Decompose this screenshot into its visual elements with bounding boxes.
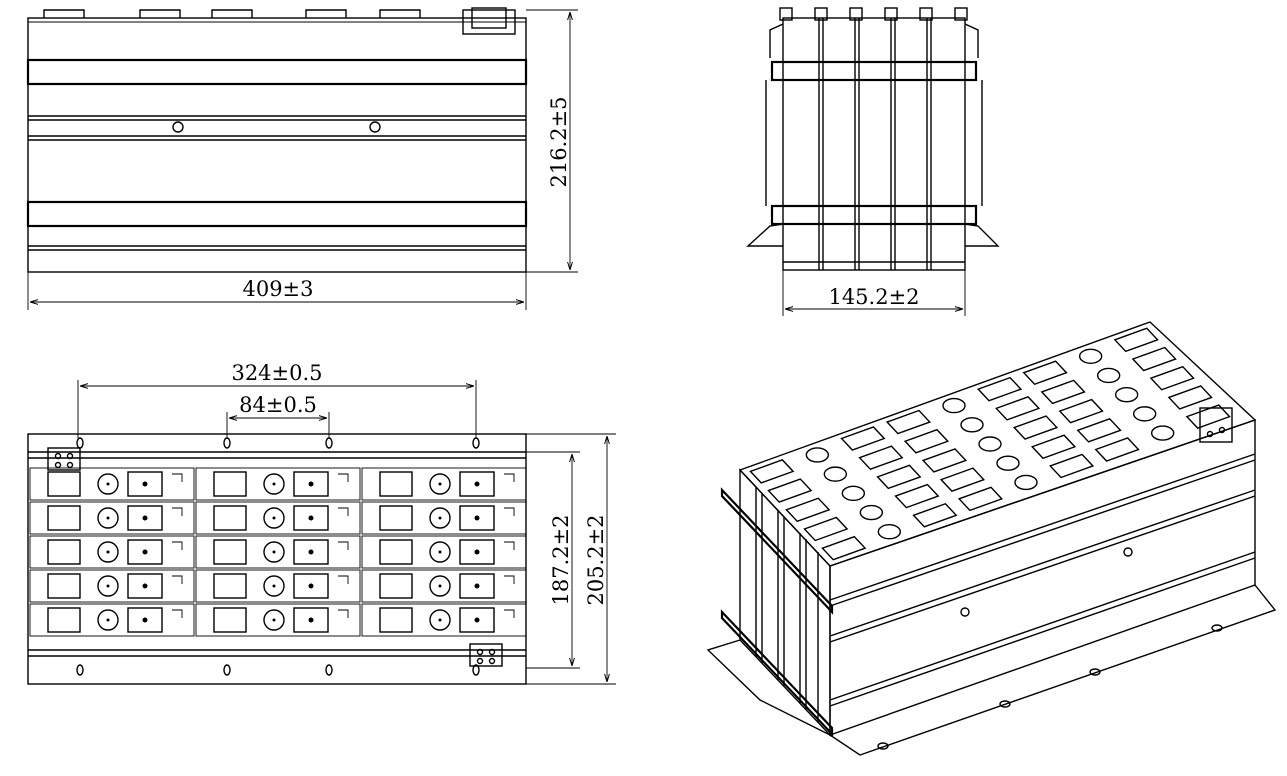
top-holes xyxy=(76,437,480,676)
iso-module xyxy=(1022,360,1068,386)
module-cell xyxy=(195,569,361,603)
top-body xyxy=(27,433,527,685)
iso-module xyxy=(841,485,866,502)
iso-module xyxy=(976,376,1023,402)
iso-module xyxy=(1149,365,1195,391)
module-cell xyxy=(361,603,527,637)
top-bracket-left xyxy=(47,447,81,471)
front-terminals xyxy=(43,7,516,35)
front-strap-top xyxy=(26,58,528,86)
iso-module xyxy=(767,478,813,503)
iso-module xyxy=(994,396,1041,421)
iso-module xyxy=(1185,404,1231,429)
iso-module xyxy=(942,397,966,414)
module-cell xyxy=(361,501,527,535)
front-body xyxy=(27,17,527,273)
iso-module xyxy=(876,464,922,490)
iso-module xyxy=(823,466,848,482)
iso-module xyxy=(921,448,968,473)
module-cell xyxy=(361,535,527,569)
iso-module xyxy=(785,497,831,523)
dim-top-inner-height: 187.2±2 xyxy=(526,451,580,669)
module-cell xyxy=(195,603,361,637)
iso-module xyxy=(749,459,795,484)
iso-module xyxy=(894,483,940,509)
iso-module xyxy=(1131,346,1177,372)
iso-module xyxy=(1150,425,1175,441)
side-terminals xyxy=(779,7,968,21)
iso-module xyxy=(978,436,1002,452)
module-cell xyxy=(29,467,195,501)
iso-module xyxy=(1048,453,1095,479)
dim-top-inner-height-label: 187.2±2 xyxy=(549,514,573,605)
side-body xyxy=(782,17,966,271)
iso-module xyxy=(1014,474,1038,491)
dim-top-span: 324±0.5 xyxy=(77,361,477,438)
dim-top-span-label: 324±0.5 xyxy=(231,361,322,385)
module-cell xyxy=(29,603,195,637)
side-strap-top xyxy=(770,60,978,82)
front-hole-right xyxy=(369,121,381,133)
iso-end-cells xyxy=(755,487,819,722)
module-cell xyxy=(361,467,527,501)
iso-module xyxy=(1078,348,1103,364)
top-view xyxy=(27,433,527,685)
iso-module xyxy=(1076,417,1122,443)
iso-module xyxy=(1114,386,1139,403)
iso-module xyxy=(1167,385,1213,410)
top-module-grid xyxy=(29,467,527,637)
module-cell xyxy=(361,569,527,603)
iso-module xyxy=(1132,406,1157,422)
iso-module xyxy=(885,409,932,435)
iso-module xyxy=(1058,398,1104,424)
iso-top-face xyxy=(738,321,1257,567)
iso-module xyxy=(1012,415,1059,440)
iso-module xyxy=(805,447,830,463)
iso-end-face xyxy=(739,468,831,737)
iso-module xyxy=(903,428,950,454)
iso-module xyxy=(859,504,884,521)
module-cell xyxy=(29,535,195,569)
iso-module xyxy=(939,467,986,492)
dim-top-outer-height-label: 205.2±2 xyxy=(584,514,608,605)
dim-front-height-label: 216.2±5 xyxy=(547,96,571,187)
iso-module xyxy=(957,486,1004,512)
dim-top-pitch: 84±0.5 xyxy=(226,393,330,438)
front-strap-bottom xyxy=(26,200,528,228)
side-strap-bottom xyxy=(770,204,978,226)
isometric-view xyxy=(706,321,1277,756)
iso-module xyxy=(960,417,984,433)
top-bracket-right xyxy=(469,643,503,667)
front-hole-left xyxy=(172,121,184,133)
module-cell xyxy=(195,501,361,535)
iso-module xyxy=(1113,327,1159,353)
dim-front-height: 216.2±5 xyxy=(526,9,578,273)
front-view xyxy=(26,7,528,273)
side-view xyxy=(746,7,1000,271)
dim-top-pitch-label: 84±0.5 xyxy=(239,393,317,417)
module-cell xyxy=(195,467,361,501)
iso-module xyxy=(877,524,902,540)
module-cell xyxy=(29,569,195,603)
dim-side-width-label: 145.2±2 xyxy=(828,285,919,309)
dim-side-width: 145.2±2 xyxy=(782,270,966,316)
iso-top-modules xyxy=(749,327,1231,561)
iso-module xyxy=(1040,379,1086,405)
iso-module xyxy=(803,516,849,542)
iso-module xyxy=(840,426,886,451)
iso-module xyxy=(1094,437,1140,462)
iso-module xyxy=(996,455,1020,471)
iso-module xyxy=(1030,434,1077,460)
iso-module xyxy=(1096,367,1121,384)
module-cell xyxy=(195,535,361,569)
iso-module xyxy=(821,535,867,561)
iso-module xyxy=(858,445,904,471)
side-cells xyxy=(818,18,932,270)
dim-front-width-label: 409±3 xyxy=(242,277,313,301)
iso-module xyxy=(912,502,958,528)
dim-front-width: 409±3 xyxy=(27,272,527,310)
dim-top-outer-height: 205.2±2 xyxy=(526,433,616,685)
module-cell xyxy=(29,501,195,535)
